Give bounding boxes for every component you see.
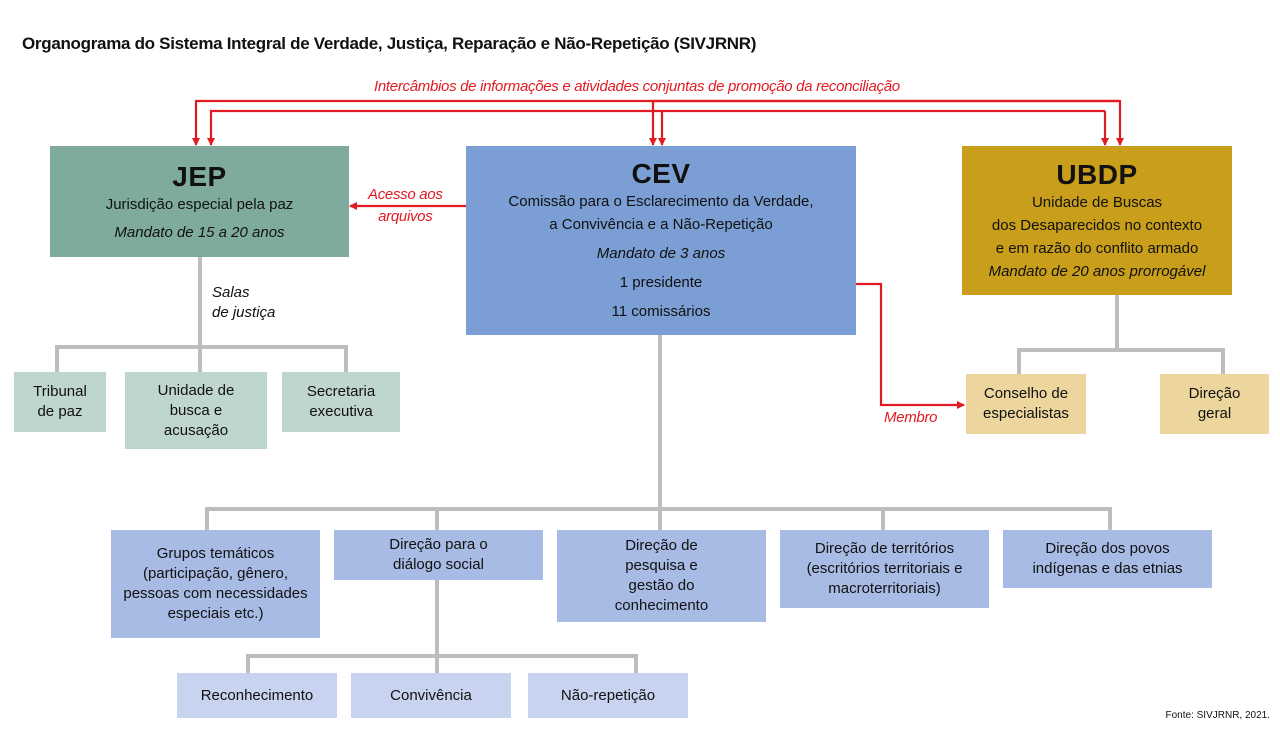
jep-abbr: JEP: [172, 160, 227, 192]
ubdp-mandate: Mandato de 20 anos prorrogável: [988, 262, 1206, 280]
cev-president: 1 presidente: [619, 274, 703, 291]
jep-box: JEP Jurisdição especial pela paz Mandato…: [50, 146, 349, 257]
cev-child-box: Grupos temáticos (participação, gênero, …: [111, 530, 320, 638]
cev-child-box: Direção de pesquisa e gestão do conhecim…: [557, 530, 766, 622]
jep-mandate: Mandato de 15 a 20 anos: [114, 223, 285, 241]
page-title: Organograma do Sistema Integral de Verda…: [22, 34, 757, 53]
cev-mandate: Mandato de 3 anos: [596, 245, 726, 262]
cev-commissioners: 11 comissários: [611, 303, 711, 320]
jep-name: Jurisdição especial pela paz: [105, 195, 294, 213]
cev-name-2: a Convivência e a Não-Repetição: [549, 216, 773, 233]
jep-child-box: Secretaria executiva: [282, 372, 400, 432]
salas-label-2: de justiça: [212, 304, 276, 321]
access-label-1: Acesso aos: [368, 186, 443, 203]
dialogue-child-box: Convivência: [351, 673, 511, 718]
dialogue-child-box: Não-repetição: [528, 673, 688, 718]
salas-label-1: Salas: [212, 284, 250, 301]
ubdp-child-box: Direção geral: [1160, 374, 1269, 434]
ubdp-name-2: dos Desaparecidos no contexto: [991, 216, 1203, 234]
cev-box: CEV Comissão para o Esclarecimento da Ve…: [466, 146, 856, 335]
jep-child-box: Tribunal de paz: [14, 372, 106, 432]
dialogue-child-box: Reconhecimento: [177, 673, 337, 718]
ubdp-name-1: Unidade de Buscas: [1031, 193, 1163, 211]
cev-child-box: Direção de territórios (escritórios terr…: [780, 530, 989, 608]
cev-name-1: Comissão para o Esclarecimento da Verdad…: [508, 193, 814, 210]
ubdp-abbr: UBDP: [1056, 158, 1138, 190]
ubdp-child-box: Conselho de especialistas: [966, 374, 1086, 434]
cev-abbr: CEV: [631, 158, 691, 189]
jep-child-box: Unidade de busca e acusação: [125, 372, 267, 449]
access-label: Acesso aos arquivos: [368, 184, 443, 228]
ubdp-name-3: e em razão do conflito armado: [995, 239, 1199, 257]
cev-child-box: Direção dos povos indígenas e das etnias: [1003, 530, 1212, 588]
ubdp-box: UBDP Unidade de Buscas dos Desaparecidos…: [962, 146, 1232, 295]
source-note: Fonte: SIVJRNR, 2021.: [1165, 710, 1271, 721]
salas-label: Salas de justiça: [212, 283, 275, 323]
member-label: Membro: [884, 409, 938, 426]
cev-child-box: Direção para o diálogo social: [334, 530, 543, 580]
access-label-2: arquivos: [378, 208, 433, 225]
exchange-label: Intercâmbios de informações e atividades…: [374, 78, 900, 95]
